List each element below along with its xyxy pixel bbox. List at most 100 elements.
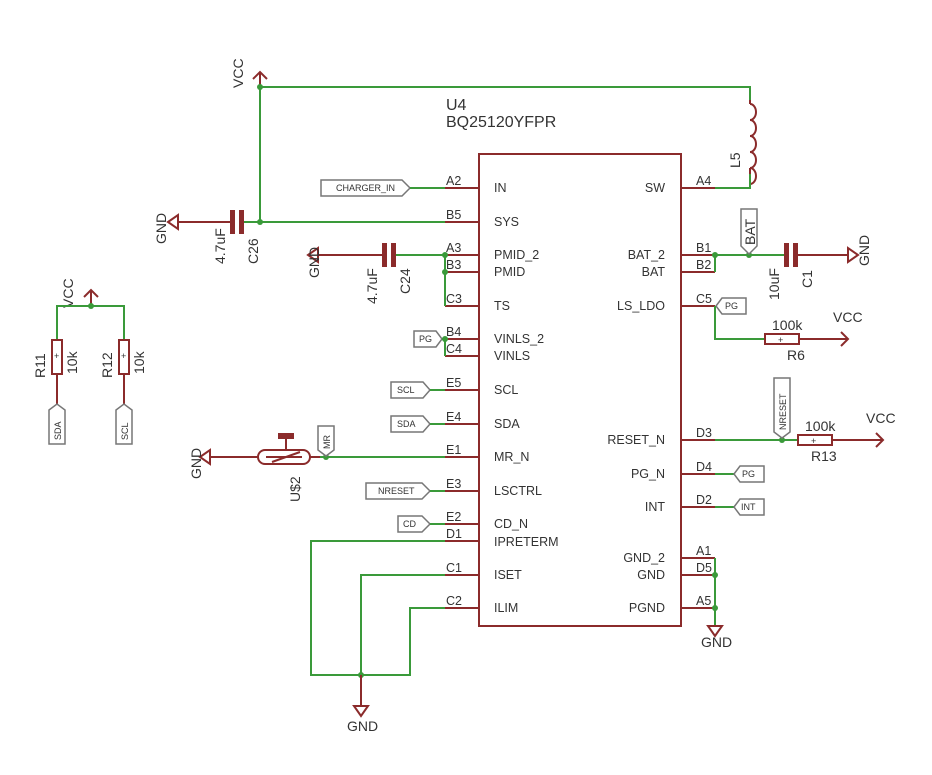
svg-text:PG: PG [419,334,432,344]
ipreterm-wire [310,540,445,676]
gnd-switch-label: GND [188,448,204,479]
pin-name-vinls2: VINLS_2 [494,332,544,346]
tag-sda: SDA [390,415,431,433]
pin-name-pmid2: PMID_2 [494,248,539,262]
r13-ref: R13 [811,448,837,464]
svg-text:INT: INT [741,502,756,512]
pin-name-iset: ISET [494,568,522,582]
resistor-r12: + R12 10k [99,339,147,410]
c24-value: 4.7uF [364,268,380,304]
gnd-c24-label: GND [306,247,322,278]
pin-num-e1: E1 [446,443,461,457]
lsldo-wire [714,306,765,340]
pin-name-gnd: GND [637,568,665,582]
capacitor-c26: 4.7uF C26 [190,210,261,264]
pin-num-a2: A2 [446,174,461,188]
junction [442,269,448,275]
svg-text:CD: CD [403,519,416,529]
pin-name-ilim: ILIM [494,601,518,615]
tag-nreset-reset: NRESET [773,377,791,439]
r6-value: 100k [772,317,803,333]
tag-charger-in: CHARGER_IN [320,179,412,197]
svg-text:MR: MR [322,435,332,449]
gnd-c1-label: GND [856,235,872,266]
tag-pg-lsldo: PG [715,297,747,315]
pin-num-a3: A3 [446,241,461,255]
pin-name-lsldo: LS_LDO [617,299,665,313]
pin-name-ts: TS [494,299,510,313]
tag-pg-pgn: PG [733,465,765,483]
pin-num-d2: D2 [696,493,712,507]
pin-num-d3: D3 [696,426,712,440]
pin-name-pgn: PG_N [631,467,665,481]
junction [442,336,448,342]
pin-name-vinls: VINLS [494,349,530,363]
vcc-pullup-label: VCC [60,278,76,308]
c26-value: 4.7uF [212,228,228,264]
pin-name-sw: SW [645,181,665,195]
sw-wire [715,174,751,189]
junction [779,437,785,443]
pullup-vcc-wire [56,305,125,340]
c1-value: 10uF [766,268,782,300]
pin-name-bat2: BAT_2 [628,248,665,262]
ic-ref: U4 [446,97,467,114]
pin-name-sda: SDA [494,417,520,431]
r12-ref: R12 [99,352,115,378]
junction [712,605,718,611]
pin-num-e3: E3 [446,477,461,491]
pin-num-e2: E2 [446,510,461,524]
svg-text:+: + [778,335,783,345]
tag-nreset-lsctrl: NRESET [365,482,432,500]
svg-text:+: + [54,351,59,361]
gnd-c26-label: GND [153,213,169,244]
vcc-top-symbol: VCC [230,58,268,88]
pin-name-mrn: MR_N [494,450,529,464]
ic-value: BQ25120YFPR [446,114,556,131]
tag-sda-pullup: SDA [48,403,66,445]
pin-name-scl: SCL [494,383,518,397]
vcc-r6-symbol: VCC [833,309,863,347]
pin-num-c1: C1 [446,561,462,575]
tag-bat: BAT [740,208,758,256]
gnd-ic-label: GND [701,634,732,650]
svg-text:SCL: SCL [397,385,415,395]
ic-left-pin-stubs [445,187,479,609]
iset-wire [360,574,445,675]
tag-mr: MR [317,425,335,457]
junction [257,84,263,90]
ic-right-pin-stubs [681,187,715,609]
resistor-r6: + 100k R6 [764,317,848,363]
pin-num-b2: B2 [696,258,711,272]
junction [442,252,448,258]
pin-name-bat: BAT [642,265,666,279]
pin-name-in: IN [494,181,507,195]
vcc-wire-top [260,86,751,100]
resistor-r11: + R11 10k [32,339,80,410]
c1-ref: C1 [799,270,815,288]
r12-value: 10k [131,350,147,374]
gnd-c26-symbol: GND [153,213,190,244]
pin-name-resetn: RESET_N [607,433,665,447]
pin-name-gnd2: GND_2 [623,551,665,565]
pin-name-pmid: PMID [494,265,525,279]
gnd-switch-symbol: GND [188,448,258,479]
capacitor-c24: 4.7uF C24 [328,243,445,304]
tag-pg-vinls: PG [413,330,443,348]
pushbutton-u2: U$2 [257,433,320,502]
vcc-r13-symbol: VCC [866,410,896,448]
pin-name-pgnd: PGND [629,601,665,615]
svg-text:+: + [121,351,126,361]
gnd-c1-symbol: GND [847,235,872,266]
svg-text:PG: PG [725,301,738,311]
gnd-bottom-left-symbol: GND [347,675,378,734]
svg-text:NRESET: NRESET [378,486,415,496]
pin-num-b5: B5 [446,208,461,222]
pin-name-cdn: CD_N [494,517,528,531]
pin-num-d4: D4 [696,460,712,474]
svg-text:BAT: BAT [742,218,758,245]
svg-text:SDA: SDA [397,419,416,429]
pin-name-lsctrl: LSCTRL [494,484,542,498]
pin-num-d5: D5 [696,561,712,575]
svg-text:SCL: SCL [120,422,130,440]
